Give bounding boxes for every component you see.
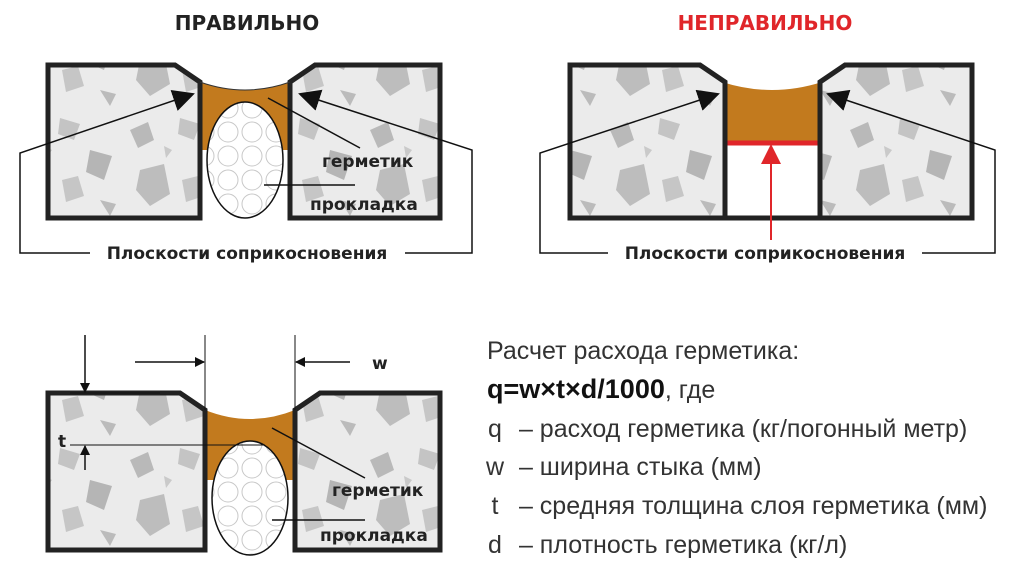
left-block: [567, 62, 728, 221]
variable-w: w – ширина стыка (мм): [485, 453, 762, 481]
thickness-label: t: [58, 432, 66, 452]
variable-t: t – средняя толщина слоя герметика (мм): [491, 492, 988, 520]
incorrect-title: НЕПРАВИЛЬНО: [678, 11, 853, 35]
formula-equation-line: q=w×t×d/1000, где: [487, 376, 715, 403]
formula-heading: Расчет расхода герметика:: [487, 337, 800, 365]
right-block: [292, 390, 443, 553]
formula-suffix: , где: [664, 376, 716, 404]
contact-planes-label: Плоскости соприкосновения: [625, 244, 906, 264]
dimension-diagram: w t герметик прокладка: [45, 335, 443, 556]
sealant-label: герметик: [322, 152, 414, 172]
correct-title: ПРАВИЛЬНО: [175, 11, 319, 35]
left-block: [45, 390, 208, 553]
formula-equation: q=w×t×d/1000: [487, 374, 665, 404]
contact-planes-label: Плоскости соприкосновения: [107, 244, 388, 264]
left-block: [45, 62, 203, 221]
backer-label: прокладка: [320, 526, 428, 546]
backer-rod: [211, 440, 289, 556]
correct-joint-diagram: ПРАВИЛЬНО герметик прокладка Плоскости с…: [19, 11, 473, 264]
variable-q: q – расход герметика (кг/погонный метр): [488, 415, 968, 443]
sealant-label: герметик: [332, 481, 424, 501]
sealant: [722, 82, 822, 143]
variable-d: d – плотность герметика (кг/л): [488, 531, 848, 559]
width-label: w: [372, 354, 388, 374]
incorrect-joint-diagram: НЕПРАВИЛЬНО Плоскости соприкосновения: [539, 11, 996, 264]
backer-label: прокладка: [310, 195, 418, 215]
right-block: [817, 62, 975, 221]
backer-rod: [206, 101, 284, 219]
